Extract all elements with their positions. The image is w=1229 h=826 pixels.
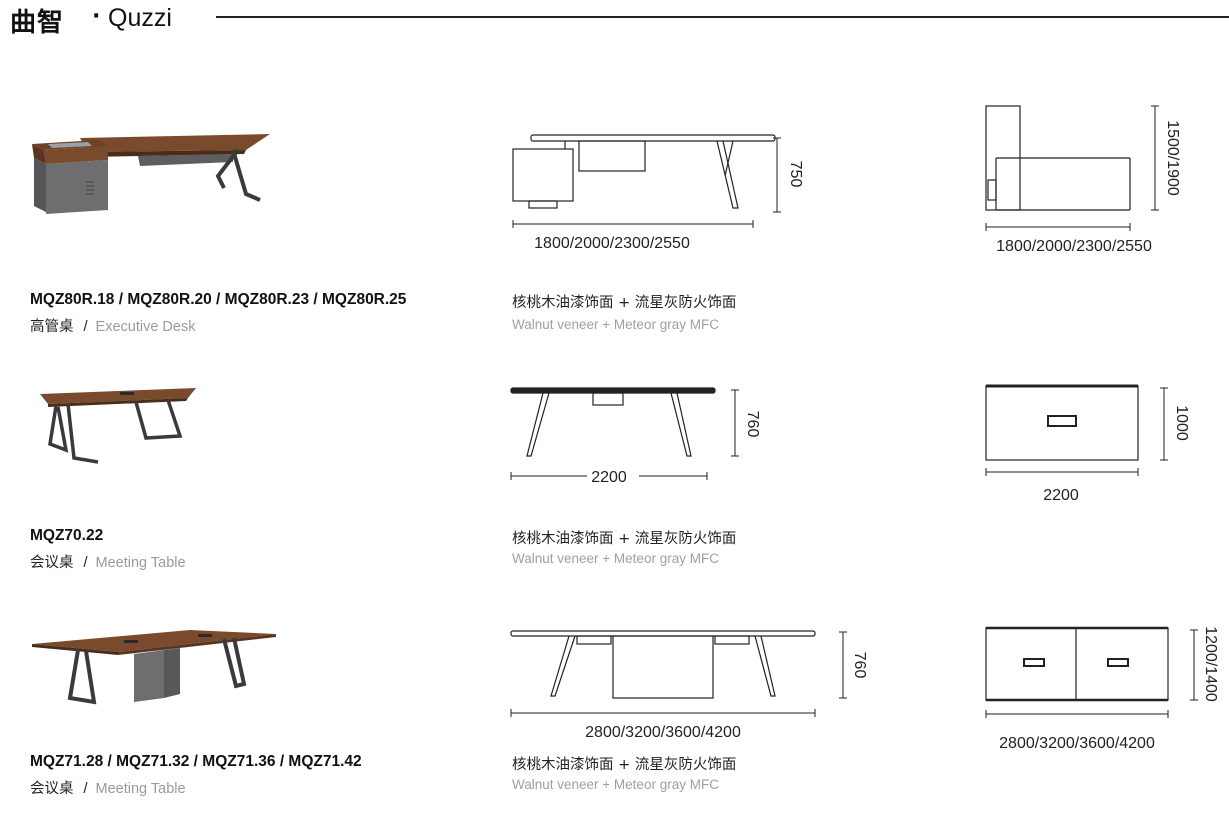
meeting-table-small-material-en: Walnut veneer + Meteor gray MFC (512, 551, 719, 566)
brand-name-cn: 曲智 (10, 8, 65, 38)
meeting-table-small-plan-width: 2200 (1043, 487, 1079, 504)
executive-desk-front-height: 750 (787, 161, 804, 188)
type-cn: 高管桌 (30, 319, 74, 335)
meeting-table-large-material-en: Walnut veneer + Meteor gray MFC (512, 777, 719, 792)
executive-desk-plan-depth: 1500/1900 (1164, 120, 1181, 196)
type-separator: / (83, 781, 88, 797)
meeting-table-small-material-cn: 核桃木油漆饰面 + 流星灰防火饰面 (512, 531, 737, 547)
type-separator: / (83, 555, 88, 571)
type-separator: / (83, 319, 88, 335)
executive-desk-plan-width: 1800/2000/2300/2550 (996, 238, 1152, 255)
meeting-table-small-plan-depth: 1000 (1173, 405, 1190, 441)
executive-desk-material-cn: 核桃木油漆饰面 + 流星灰防火饰面 (512, 295, 737, 311)
meeting-table-small-photo (40, 388, 196, 464)
meeting-table-large-plan-width: 2800/3200/3600/4200 (999, 735, 1155, 752)
executive-desk-photo (32, 134, 270, 214)
type-cn: 会议桌 (30, 555, 74, 571)
brand-separator: · (92, 4, 101, 29)
type-en: Executive Desk (95, 319, 196, 335)
meeting-table-large-front-drawing: 2800/3200/3600/4200 760 (510, 630, 868, 741)
type-cn: 会议桌 (30, 781, 74, 797)
meeting-table-large-material-cn: 核桃木油漆饰面 + 流星灰防火饰面 (512, 757, 737, 773)
executive-desk-plan-drawing: 1800/2000/2300/2550 1500/1900 (985, 105, 1181, 255)
executive-desk-type: 高管桌 / Executive Desk (30, 315, 195, 336)
executive-desk-model: MQZ80R.18 / MQZ80R.20 / MQZ80R.23 / MQZ8… (30, 291, 407, 308)
executive-desk-front-width: 1800/2000/2300/2550 (534, 235, 690, 252)
meeting-table-large-photo (32, 630, 276, 705)
meeting-table-small-front-height: 760 (744, 411, 761, 438)
meeting-table-small-front-drawing: 2200 760 (510, 387, 761, 486)
executive-desk-front-drawing: 1800/2000/2300/2550 750 (512, 134, 804, 252)
meeting-table-small-model: MQZ70.22 (30, 527, 104, 544)
meeting-table-small-type: 会议桌 / Meeting Table (30, 551, 186, 572)
type-en: Meeting Table (95, 555, 186, 571)
type-en: Meeting Table (95, 781, 186, 797)
meeting-table-large-plan-drawing: 2800/3200/3600/4200 1200/1400 (985, 626, 1219, 752)
meeting-table-large-front-width: 2800/3200/3600/4200 (585, 724, 741, 741)
executive-desk-material-en: Walnut veneer + Meteor gray MFC (512, 317, 719, 332)
brand-name-en: Quzzi (108, 4, 172, 32)
meeting-table-large-front-height: 760 (851, 652, 868, 679)
header-rule (216, 16, 1229, 18)
meeting-table-large-type: 会议桌 / Meeting Table (30, 777, 186, 798)
meeting-table-large-plan-depth: 1200/1400 (1202, 626, 1219, 702)
meeting-table-small-plan-drawing: 2200 1000 (985, 384, 1190, 504)
meeting-table-small-front-width: 2200 (591, 469, 627, 486)
meeting-table-large-model: MQZ71.28 / MQZ71.32 / MQZ71.36 / MQZ71.4… (30, 753, 362, 770)
